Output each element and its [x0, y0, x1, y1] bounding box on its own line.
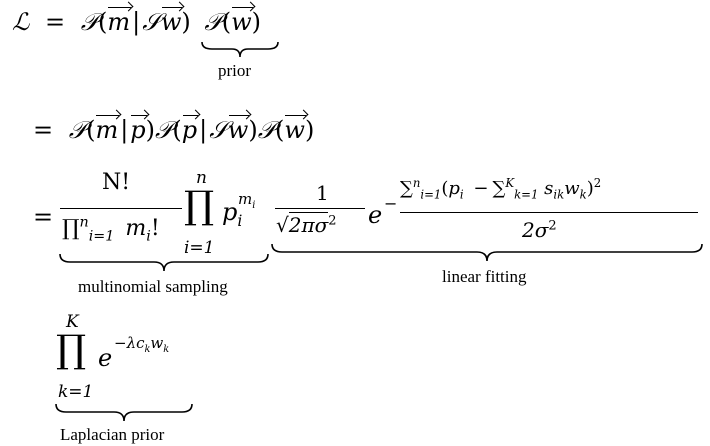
prob-symbol: 𝒫 [204, 8, 222, 36]
linear-fitting-brace [271, 243, 703, 262]
multinomial-label: multinomial sampling [78, 277, 228, 296]
laplacian-label: Laplacian prior [60, 425, 165, 444]
ik-sub: ik [553, 187, 565, 202]
vector-w: w [160, 7, 182, 36]
k-sub: k [579, 187, 587, 202]
minus: − [473, 178, 489, 199]
upper-limit: n [412, 176, 421, 190]
S-symbol: 𝒮 [209, 116, 228, 144]
fraction-bar-2 [275, 208, 365, 210]
vector-w: w [284, 115, 306, 144]
paren: ) [586, 178, 594, 199]
prob-symbol: 𝒫 [80, 8, 98, 36]
lower-limit: i=1 [88, 228, 115, 245]
big-product-symbol: ∏ [184, 183, 215, 227]
i-sub: i [146, 228, 151, 245]
k-sub: k [144, 344, 151, 355]
nfact-numerator: N! [102, 170, 131, 195]
laplacian-product-symbol: ∏ [56, 327, 87, 371]
laplacian-e: e [98, 344, 113, 372]
equals-sign: = [33, 116, 54, 144]
p-power: pi [222, 198, 242, 229]
laplacian-exponent: −λckwk [114, 334, 169, 355]
vector-w: w [231, 7, 253, 36]
fraction-bar-1 [60, 208, 182, 210]
fraction-bar-3 [400, 212, 698, 214]
paren: ( [172, 116, 182, 144]
p-sub: i [237, 211, 243, 230]
paren: ) [304, 116, 315, 144]
linear-fitting-label: linear fitting [442, 267, 527, 286]
two-sigma: 2σ [522, 218, 549, 242]
lower-limit: k=1 [514, 187, 539, 202]
one-numerator: 1 [316, 181, 329, 205]
product-upper-n: n [196, 168, 207, 188]
exp-numerator: ∑ni=1(pi −∑Kk=1 sikwk)2 [400, 177, 601, 200]
exp-minus: − [384, 194, 398, 213]
sqrt-symbol: √ [276, 213, 289, 237]
equation-line-1: ℒ = 𝒫(m|𝒮w) 𝒫(w) [12, 7, 261, 36]
paren: ) [181, 8, 191, 36]
i-sub: i [252, 200, 256, 211]
square: 2 [328, 213, 337, 229]
k-sub: k [163, 344, 170, 355]
w-var: w [564, 178, 580, 199]
upper-limit: K [505, 176, 515, 190]
likelihood-symbol: ℒ [12, 8, 30, 36]
prior-brace [201, 41, 279, 58]
m-var: m [238, 190, 253, 208]
sum-symbol: ∑ [400, 178, 413, 199]
p-exponent: mi [238, 190, 255, 211]
p-var: p [448, 178, 460, 199]
paren: ( [441, 178, 449, 199]
s-var: s [544, 178, 554, 199]
S-symbol: 𝒮 [142, 8, 161, 36]
laplacian-brace [55, 403, 193, 422]
paren: ) [251, 8, 261, 36]
paren: ( [275, 116, 285, 144]
paren: ( [221, 8, 232, 36]
two-pi-sigma: 2πσ [288, 212, 329, 237]
paren: ) [248, 116, 258, 144]
lower-limit: i=1 [420, 187, 442, 202]
exp-e: e [368, 201, 383, 229]
multinomial-brace [59, 253, 269, 272]
vector-p: p [130, 115, 148, 144]
given-bar: | [120, 116, 129, 144]
vector-p: p [181, 115, 199, 144]
paren: ( [86, 116, 96, 144]
p-var: p [222, 198, 238, 226]
product-symbol: ∏ [62, 216, 80, 241]
equation-line-2: = 𝒫(m|p)𝒫(p|𝒮w)𝒫(w) [33, 115, 315, 144]
sum-symbol: ∑ [492, 178, 506, 199]
m-var: m [125, 216, 147, 241]
nfact-denominator: ∏ni=1 mi! [62, 214, 160, 244]
sqrt-denominator: √2πσ2 [276, 212, 337, 237]
vector-m: m [95, 115, 119, 144]
prob-symbol: 𝒫 [155, 116, 173, 144]
given-bar: | [132, 8, 141, 36]
upper-limit: n [79, 214, 89, 231]
p-sub: i [459, 187, 464, 202]
factorial: ! [150, 216, 160, 241]
w-var: w [150, 334, 164, 352]
square: 2 [593, 176, 602, 190]
laplacian-lower-limit: k=1 [58, 382, 94, 402]
square: 2 [548, 218, 557, 234]
vector-m: m [107, 7, 131, 36]
lambda-c: −λc [114, 334, 145, 352]
given-bar: | [199, 116, 208, 144]
product-lower-limit: i=1 [184, 238, 215, 258]
laplacian-upper-K: K [66, 312, 79, 332]
prob-symbol: 𝒫 [68, 116, 87, 144]
exp-denominator: 2σ2 [522, 218, 557, 242]
equals-sign: = [44, 8, 66, 36]
paren: ) [145, 116, 156, 144]
equals-sign-line-3: = [33, 203, 54, 231]
paren: ( [98, 8, 108, 36]
prior-label: prior [218, 61, 252, 80]
vector-w: w [227, 115, 249, 144]
prob-symbol: 𝒫 [257, 116, 276, 144]
